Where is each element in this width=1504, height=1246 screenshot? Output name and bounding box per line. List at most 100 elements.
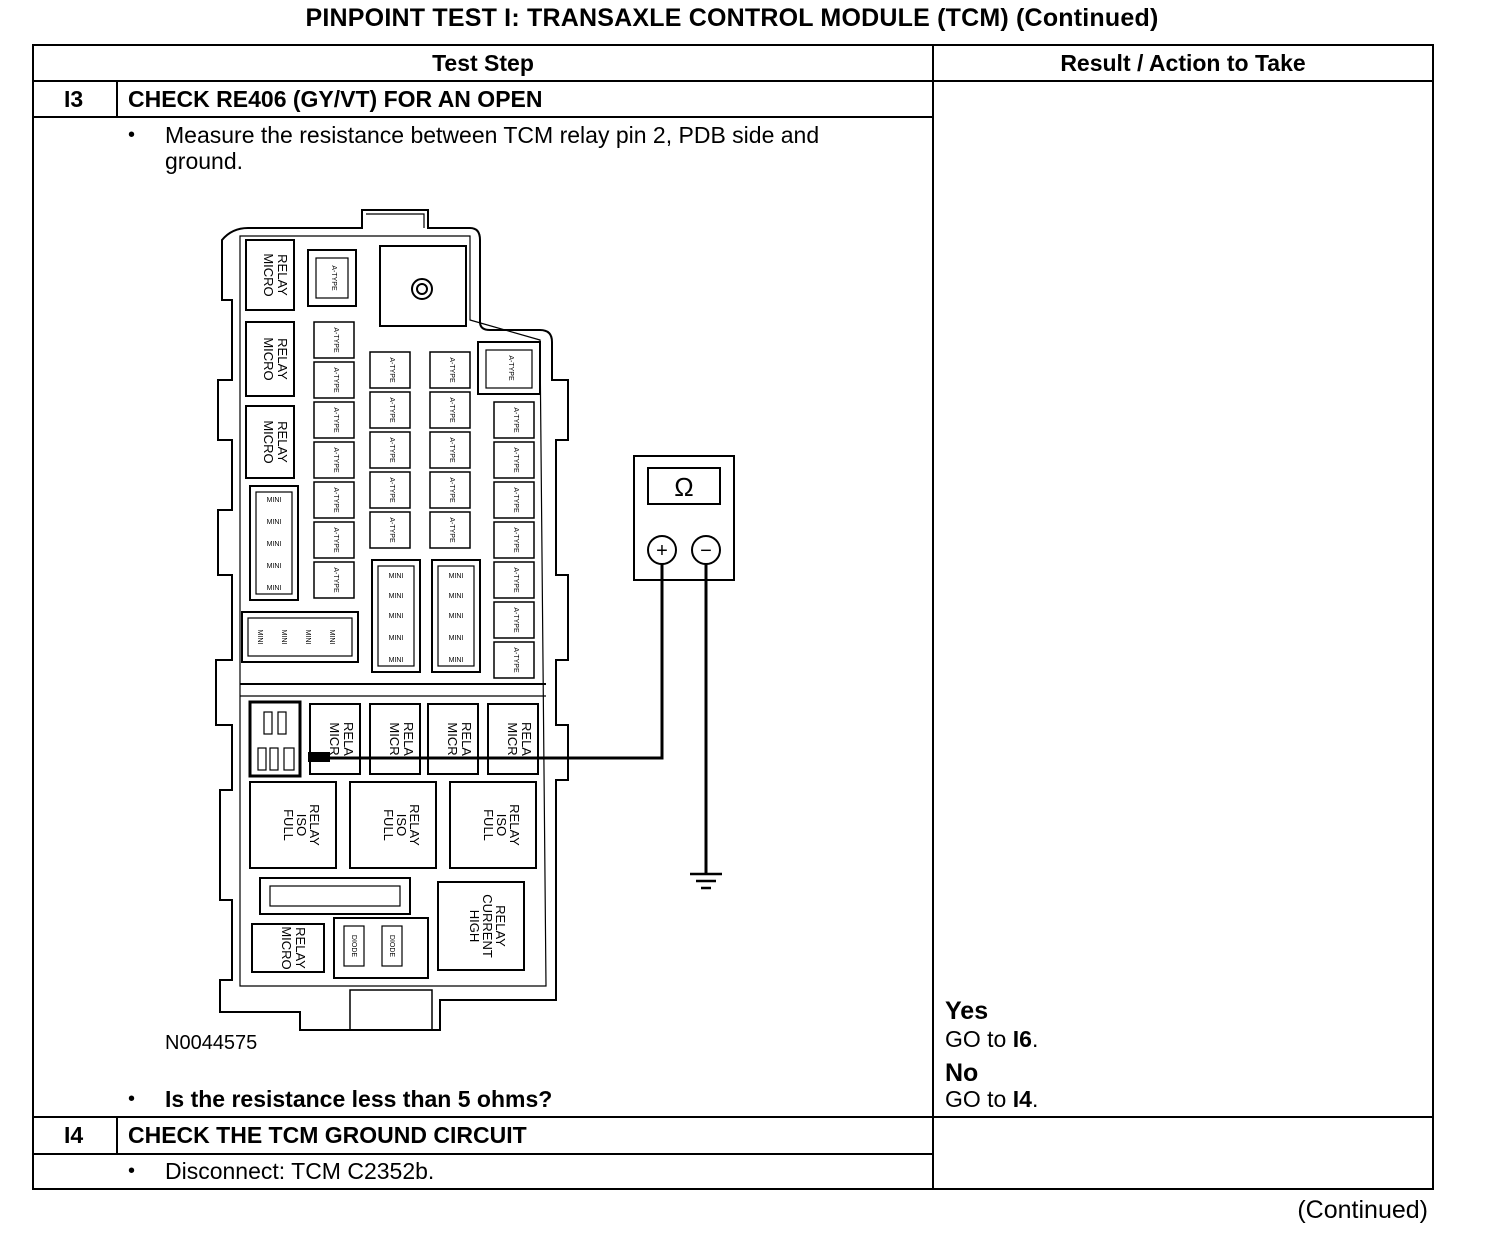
mini-fuse-label: MINI [389,573,404,580]
plus-terminal: + [656,540,668,562]
yes-target-link: I6 [1012,1026,1032,1052]
a-type-fuse-label: A-TYPE [388,477,395,503]
step-id-i3: I3 [64,86,84,112]
micro-relay-label: MICRO [261,337,276,380]
full-iso-relay-label: RELAY [407,804,422,846]
high-current-relay-label: CURRENT [480,894,495,958]
a-type-fuse-label: A-TYPE [512,487,519,513]
a-type-fuse-label: A-TYPE [448,437,455,463]
ohm-symbol: Ω [674,472,693,502]
a-type-fuse-label: A-TYPE [388,397,395,423]
mini-fuse-label: MINI [267,563,282,570]
micro-relay-label: MICR [387,722,402,755]
mini-fuse-label: MINI [267,497,282,504]
full-iso-relay-label: ISO [494,814,509,836]
step-heading-i4: CHECK THE TCM GROUND CIRCUIT [128,1122,527,1148]
result-no-label: No [945,1059,979,1087]
a-type-fuse-label: A-TYPE [332,567,339,593]
micro-relay-label: RELA [459,722,474,756]
result-no-action: GO to I4. [945,1086,1039,1112]
full-iso-relay-label: ISO [394,814,409,836]
no-target-link: I4 [1012,1086,1032,1112]
a-type-fuse-label: A-TYPE [512,527,519,553]
bullet-icon: • [128,1088,136,1110]
mini-fuse-label: MINI [267,519,282,526]
micro-relay-label: MICRO [261,253,276,296]
a-type-fuse-label: A-TYPE [388,517,395,543]
a-type-fuse-label: A-TYPE [448,477,455,503]
probe-tip [308,752,330,762]
i4-id-divider [116,1117,118,1153]
continued-label: (Continued) [1297,1196,1428,1224]
i3-instruction-line2: ground. [165,148,244,174]
diode-label: DIODE [388,935,395,958]
i4-heading-rule [32,1153,933,1155]
micro-relay-label: RELAY [293,927,308,969]
header-rule [32,80,1434,82]
a-type-fuse-label: A-TYPE [332,487,339,513]
full-iso-relay-label: FULL [481,809,496,841]
micro-relay-label: RELA [401,722,416,756]
a-type-fuse-label: A-TYPE [512,607,519,633]
mini-fuse-label: MINI [280,630,287,645]
micro-relay-label: RELAY [275,338,290,380]
step-heading-i3: CHECK RE406 (GY/VT) FOR AN OPEN [128,86,543,112]
mini-fuse-label: MINI [389,613,404,620]
i3-question: Is the resistance less than 5 ohms? [165,1086,553,1112]
col-divider [932,44,934,1190]
micro-relay-label: MICRO [261,420,276,463]
mini-fuse-label: MINI [389,657,404,664]
i3-heading-rule [32,116,933,118]
a-type-fuse-label: A-TYPE [512,647,519,673]
result-yes-label: Yes [945,997,989,1025]
full-iso-relay-label: RELAY [307,804,322,846]
full-iso-relay-label: ISO [294,814,309,836]
mini-fuse-label: MINI [267,541,282,548]
micro-relay-label: MICR [505,722,520,755]
mini-fuse-label: MINI [449,613,464,620]
mini-fuse-label: MINI [389,593,404,600]
micro-relay-label: RELA [519,722,534,756]
step-id-i4: I4 [64,1122,84,1148]
i3-instruction-line1: Measure the resistance between TCM relay… [165,122,820,148]
figure-id: N0044575 [165,1032,258,1054]
a-type-fuse-label: A-TYPE [332,447,339,473]
test-table [32,44,1434,1190]
mini-fuse-label: MINI [449,573,464,580]
i3-id-divider [116,81,118,117]
a-type-fuse-label: A-TYPE [332,527,339,553]
mini-fuse-label: MINI [449,635,464,642]
a-type-fuse-label: A-TYPE [330,265,337,291]
a-type-fuse-label: A-TYPE [507,355,514,381]
micro-relay-label: MICRO [279,926,294,969]
mini-fuse-label: MINI [304,630,311,645]
micro-relay-label: RELAY [275,421,290,463]
result-yes-action: GO to I6. [945,1026,1039,1052]
mini-fuse-label: MINI [267,585,282,592]
a-type-fuse-label: A-TYPE [388,357,395,383]
col-header-result: Result / Action to Take [1060,50,1306,76]
micro-relay-label: MICR [327,722,342,755]
i3-end-rule [32,1116,1434,1118]
high-current-relay-label: RELAY [493,905,508,947]
a-type-fuse-label: A-TYPE [512,407,519,433]
a-type-fuse-label: A-TYPE [512,567,519,593]
full-iso-relay-label: FULL [381,809,396,841]
a-type-fuse-label: A-TYPE [448,357,455,383]
diode-label: DIODE [350,935,357,958]
mini-fuse-label: MINI [389,635,404,642]
a-type-fuse-label: A-TYPE [332,407,339,433]
i4-instruction-line1: Disconnect: TCM C2352b. [165,1158,435,1184]
bullet-icon: • [128,1160,136,1182]
minus-terminal: − [700,540,712,562]
a-type-fuse-label: A-TYPE [448,517,455,543]
micro-relay-label: MICR [445,722,460,755]
mini-fuse-label: MINI [256,630,263,645]
a-type-fuse-label: A-TYPE [332,327,339,353]
mini-fuse-label: MINI [449,593,464,600]
high-current-relay-label: HIGH [467,910,482,943]
a-type-fuse-label: A-TYPE [512,447,519,473]
bullet-icon: • [128,124,136,146]
micro-relay-label: RELA [341,722,356,756]
